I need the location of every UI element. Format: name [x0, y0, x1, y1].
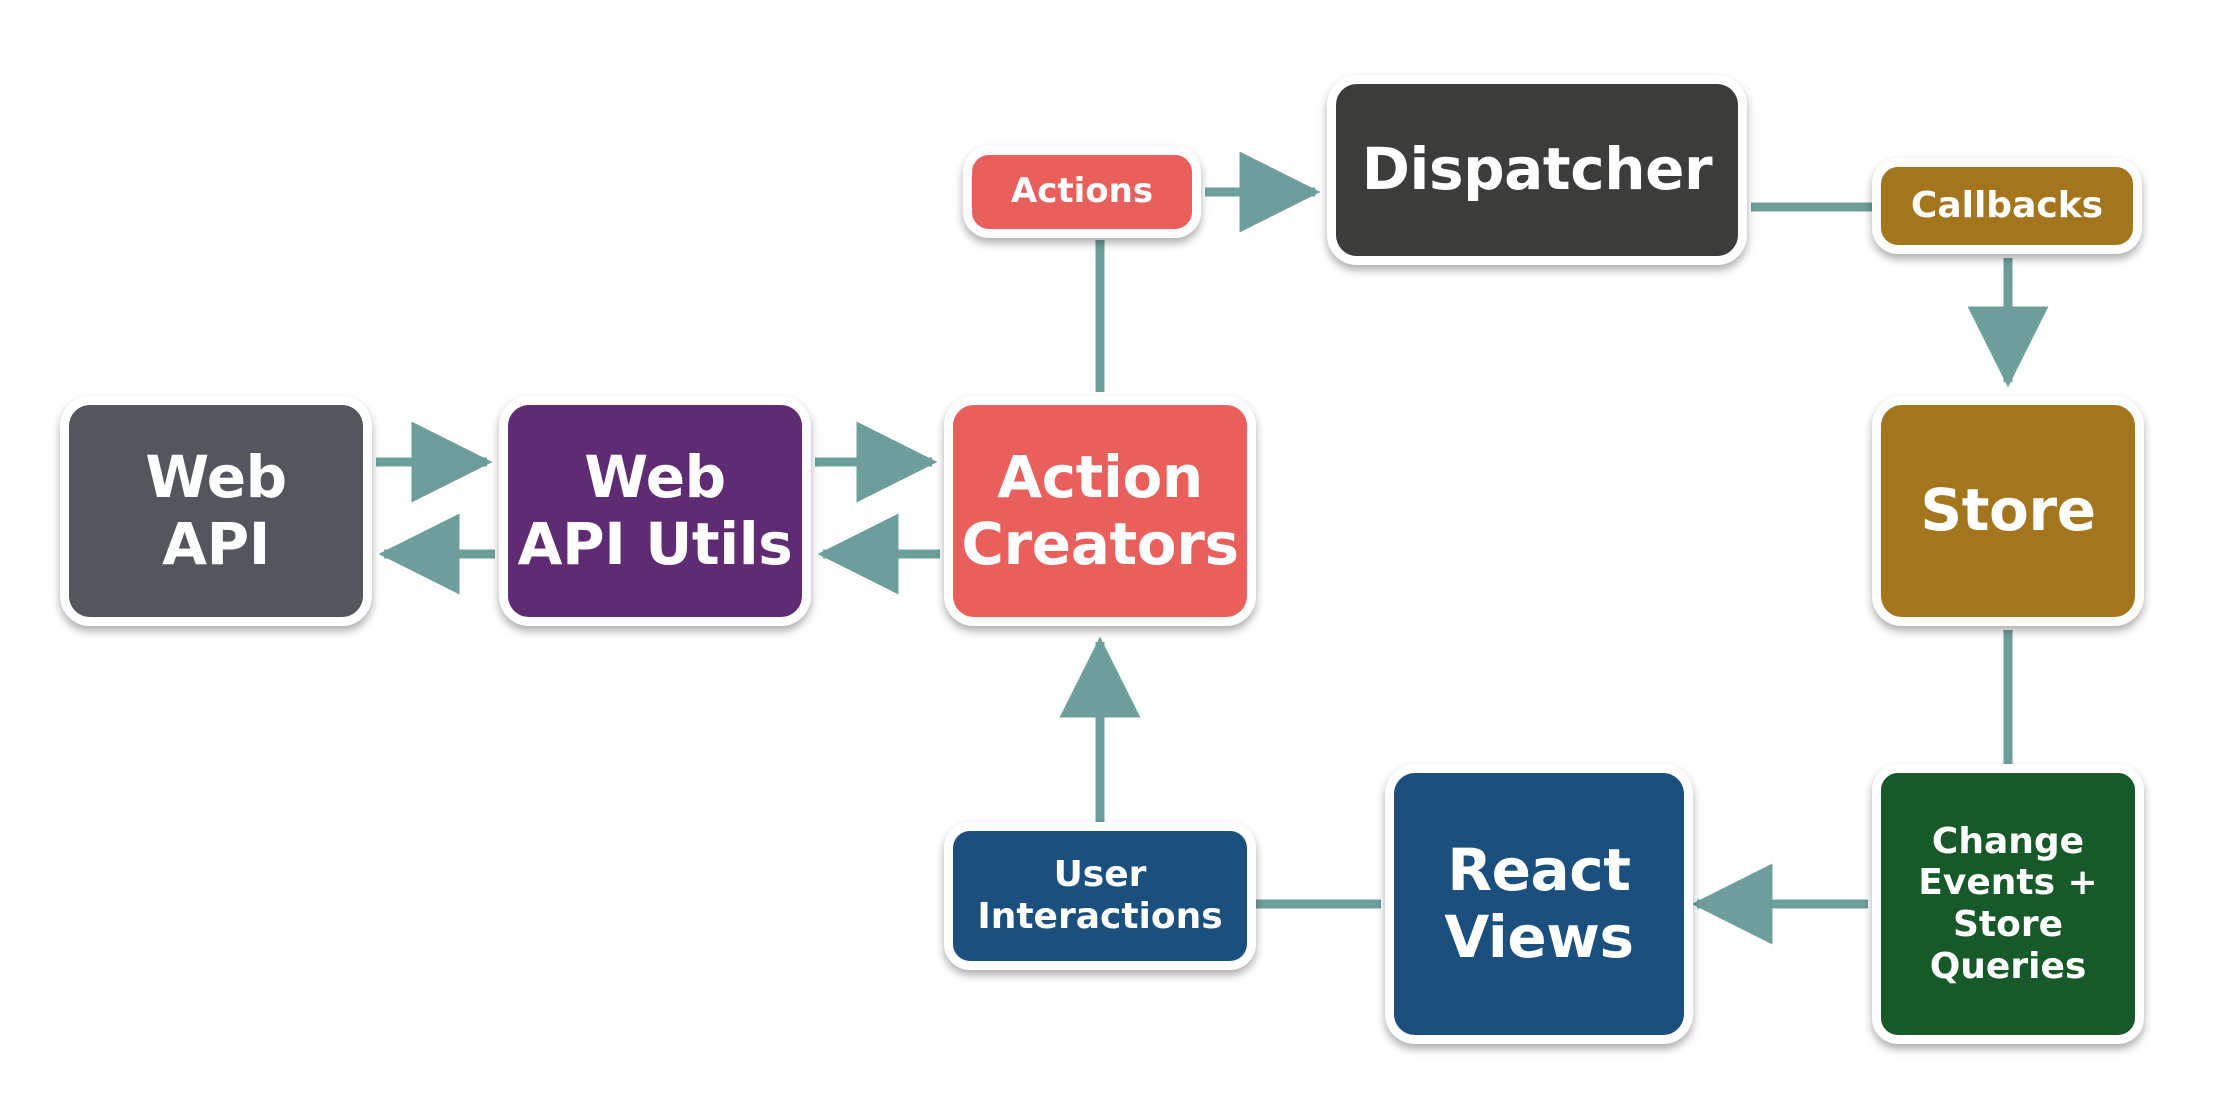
node-store[interactable]: Store	[1872, 396, 2144, 626]
node-callbacks-label: Callbacks	[1910, 185, 2104, 227]
node-actions-label: Actions	[1010, 171, 1154, 212]
node-store-label: Store	[1920, 476, 2096, 545]
node-web-api-label: Web API	[145, 442, 287, 578]
node-react-views-label: React Views	[1444, 835, 1634, 971]
node-callbacks[interactable]: Callbacks	[1872, 158, 2142, 254]
node-web-api-utils[interactable]: Web API Utils	[499, 396, 811, 626]
node-actions[interactable]: Actions	[963, 146, 1201, 238]
node-user-interactions[interactable]: User Interactions	[944, 822, 1256, 970]
node-web-api[interactable]: Web API	[60, 396, 372, 626]
node-dispatcher-label: Dispatcher	[1361, 135, 1713, 204]
node-dispatcher[interactable]: Dispatcher	[1327, 75, 1747, 265]
node-react-views[interactable]: React Views	[1385, 764, 1693, 1044]
node-change-events-store-queries[interactable]: Change Events + Store Queries	[1872, 764, 2144, 1044]
node-change-events-store-queries-label: Change Events + Store Queries	[1918, 820, 2098, 987]
node-web-api-utils-label: Web API Utils	[517, 442, 793, 578]
node-action-creators-label: Action Creators	[961, 442, 1239, 578]
node-user-interactions-label: User Interactions	[977, 854, 1223, 937]
node-action-creators[interactable]: Action Creators	[944, 396, 1256, 626]
